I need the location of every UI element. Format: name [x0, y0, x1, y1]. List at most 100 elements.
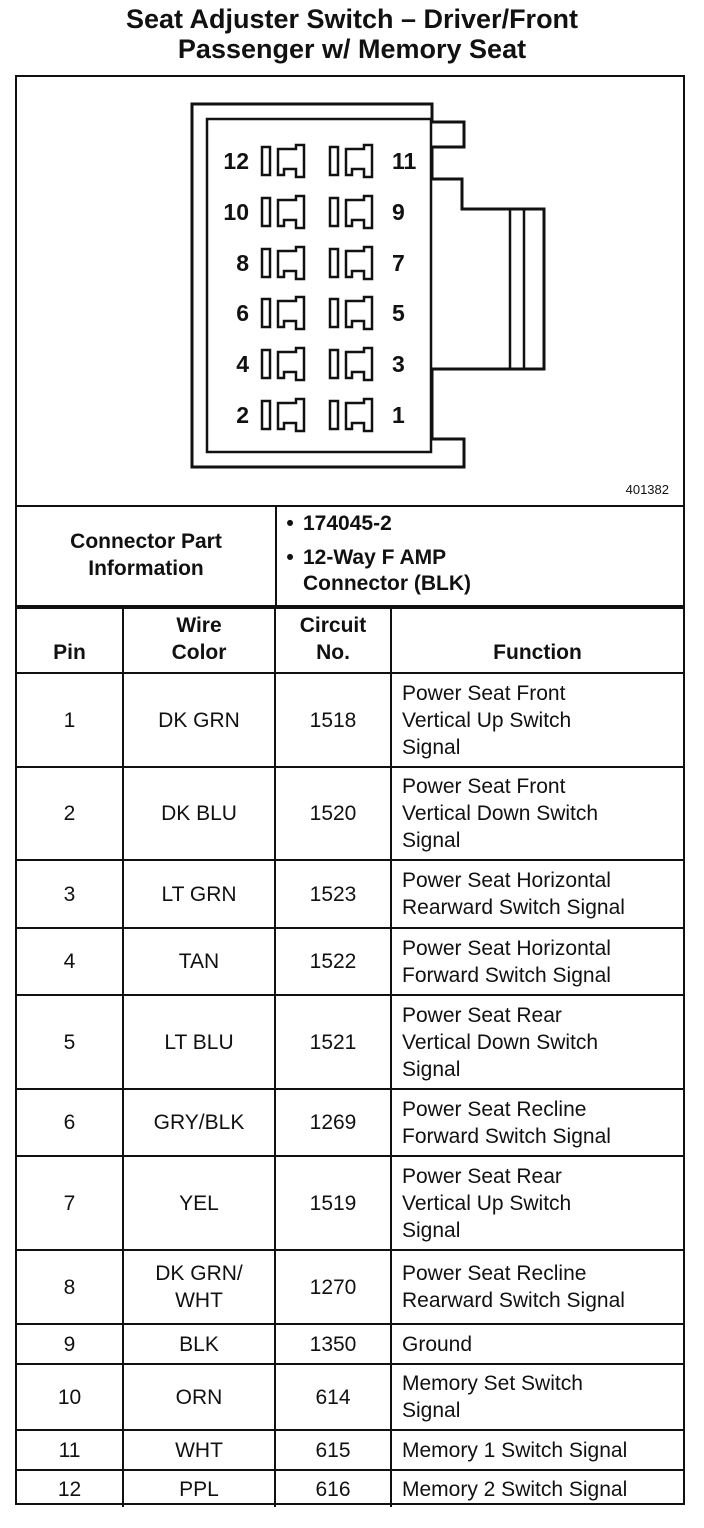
table-row: 12 PPL 616 Memory 2 Switch Signal: [17, 1469, 683, 1507]
wire-color-line: PPL: [179, 1477, 219, 1501]
pin-cell: 9: [17, 1323, 124, 1365]
pin-terminal: [328, 397, 374, 433]
figure-id: 401382: [625, 482, 669, 497]
pin-label: 11: [392, 148, 417, 174]
circuit-cell: 1521: [274, 994, 392, 1090]
function-line: Power Seat Front: [402, 681, 566, 705]
function-line: Rearward Switch Signal: [402, 896, 625, 919]
pin-terminal: [260, 194, 306, 230]
pin-cell: 12: [17, 1469, 124, 1507]
pin-label: 7: [392, 250, 405, 276]
wire-color-cell: ORN: [122, 1363, 276, 1431]
function-line: Power Seat Horizontal: [402, 869, 611, 892]
circuit-cell: 1522: [274, 927, 392, 996]
bullet-icon: •: [286, 512, 294, 535]
function-line: Memory 2 Switch Signal: [402, 1477, 628, 1501]
wire-color-cell: YEL: [122, 1155, 276, 1251]
pin-label: 2: [236, 402, 249, 428]
header-circuit-2: No.: [316, 641, 350, 664]
pin-terminal: [328, 295, 374, 331]
title-line-1: Seat Adjuster Switch – Driver/Front: [125, 4, 579, 34]
wire-color-cell: LT GRN: [122, 859, 276, 929]
wire-color-line: DK BLU: [161, 802, 237, 825]
wire-color-cell: TAN: [122, 927, 276, 996]
pin-terminal: [328, 346, 374, 382]
circuit-cell: 1519: [274, 1155, 392, 1251]
wire-color-cell: WHT: [122, 1429, 276, 1471]
wire-color-cell: GRY/BLK: [122, 1088, 276, 1157]
pin-terminal: [328, 194, 374, 230]
circuit-cell: 1269: [274, 1088, 392, 1157]
pin-terminal: [328, 143, 374, 179]
wire-color-cell: LT BLU: [122, 994, 276, 1090]
function-cell: Ground: [390, 1323, 683, 1365]
function-line: Signal: [402, 829, 461, 852]
function-line: Vertical Up Switch: [402, 708, 572, 732]
connector-desc-item: • 12-Way F AMP Connector (BLK): [277, 545, 677, 597]
pin-terminal: [328, 245, 374, 281]
function-line: Power Seat Rear: [402, 1003, 562, 1027]
table-header-row: Pin Wire Color Circuit No. Function: [17, 607, 683, 674]
circuit-cell: 1518: [274, 672, 392, 768]
pin-cell: 7: [17, 1155, 124, 1251]
function-line: Signal: [402, 1399, 461, 1422]
wire-color-line: ORN: [175, 1385, 223, 1409]
pin-terminals: [260, 143, 374, 433]
circuit-cell: 614: [274, 1363, 392, 1431]
pin-label: 4: [236, 351, 249, 377]
function-line: Power Seat Front: [402, 775, 566, 798]
function-line: Memory Set Switch: [402, 1372, 583, 1395]
function-line: Signal: [402, 735, 461, 759]
pin-label: 8: [236, 250, 249, 276]
pin-cell: 11: [17, 1429, 124, 1471]
pin-terminal: [260, 295, 306, 331]
wire-color-line: YEL: [179, 1191, 219, 1215]
connector-cavity: [205, 117, 433, 454]
wire-color-cell: DK GRN/WHT: [122, 1249, 276, 1325]
circuit-cell: 615: [274, 1429, 392, 1471]
connector-desc: 12-Way F AMP Connector (BLK): [303, 545, 471, 597]
pin-cell: 1: [17, 672, 124, 768]
pin-label: 6: [236, 300, 249, 326]
pin-terminal: [260, 245, 306, 281]
title-line-2: Passenger w/ Memory Seat: [177, 34, 527, 64]
header-function: Function: [390, 607, 683, 674]
connector-part-information: Connector Part Information • 174045-2 • …: [17, 505, 683, 607]
circuit-cell: 616: [274, 1469, 392, 1507]
wire-color-line: LT GRN: [161, 882, 237, 906]
wire-color-cell: PPL: [122, 1469, 276, 1507]
part-number-item: • 174045-2: [277, 511, 677, 537]
wire-color-line: DK GRN/: [155, 1262, 243, 1285]
pin-cell: 8: [17, 1249, 124, 1325]
header-circuit-1: Circuit: [299, 614, 367, 637]
function-line: Vertical Down Switch: [402, 1030, 599, 1054]
wire-color-line: LT BLU: [164, 1030, 234, 1054]
pin-label: 9: [392, 199, 405, 225]
function-cell: Memory 2 Switch Signal: [390, 1469, 683, 1507]
circuit-cell: 1523: [274, 859, 392, 929]
header-wire-color-2: Color: [171, 641, 227, 664]
function-line: Forward Switch Signal: [402, 963, 611, 987]
pin-terminal: [260, 143, 306, 179]
pin-cell: 5: [17, 994, 124, 1090]
connector-info-label-line2: Information: [88, 557, 204, 580]
function-line: Signal: [402, 1218, 461, 1242]
function-line: Rearward Switch Signal: [402, 1289, 625, 1312]
connector-shell: [190, 102, 546, 469]
wire-color-cell: DK GRN: [122, 672, 276, 768]
pin-cell: 10: [17, 1363, 124, 1431]
